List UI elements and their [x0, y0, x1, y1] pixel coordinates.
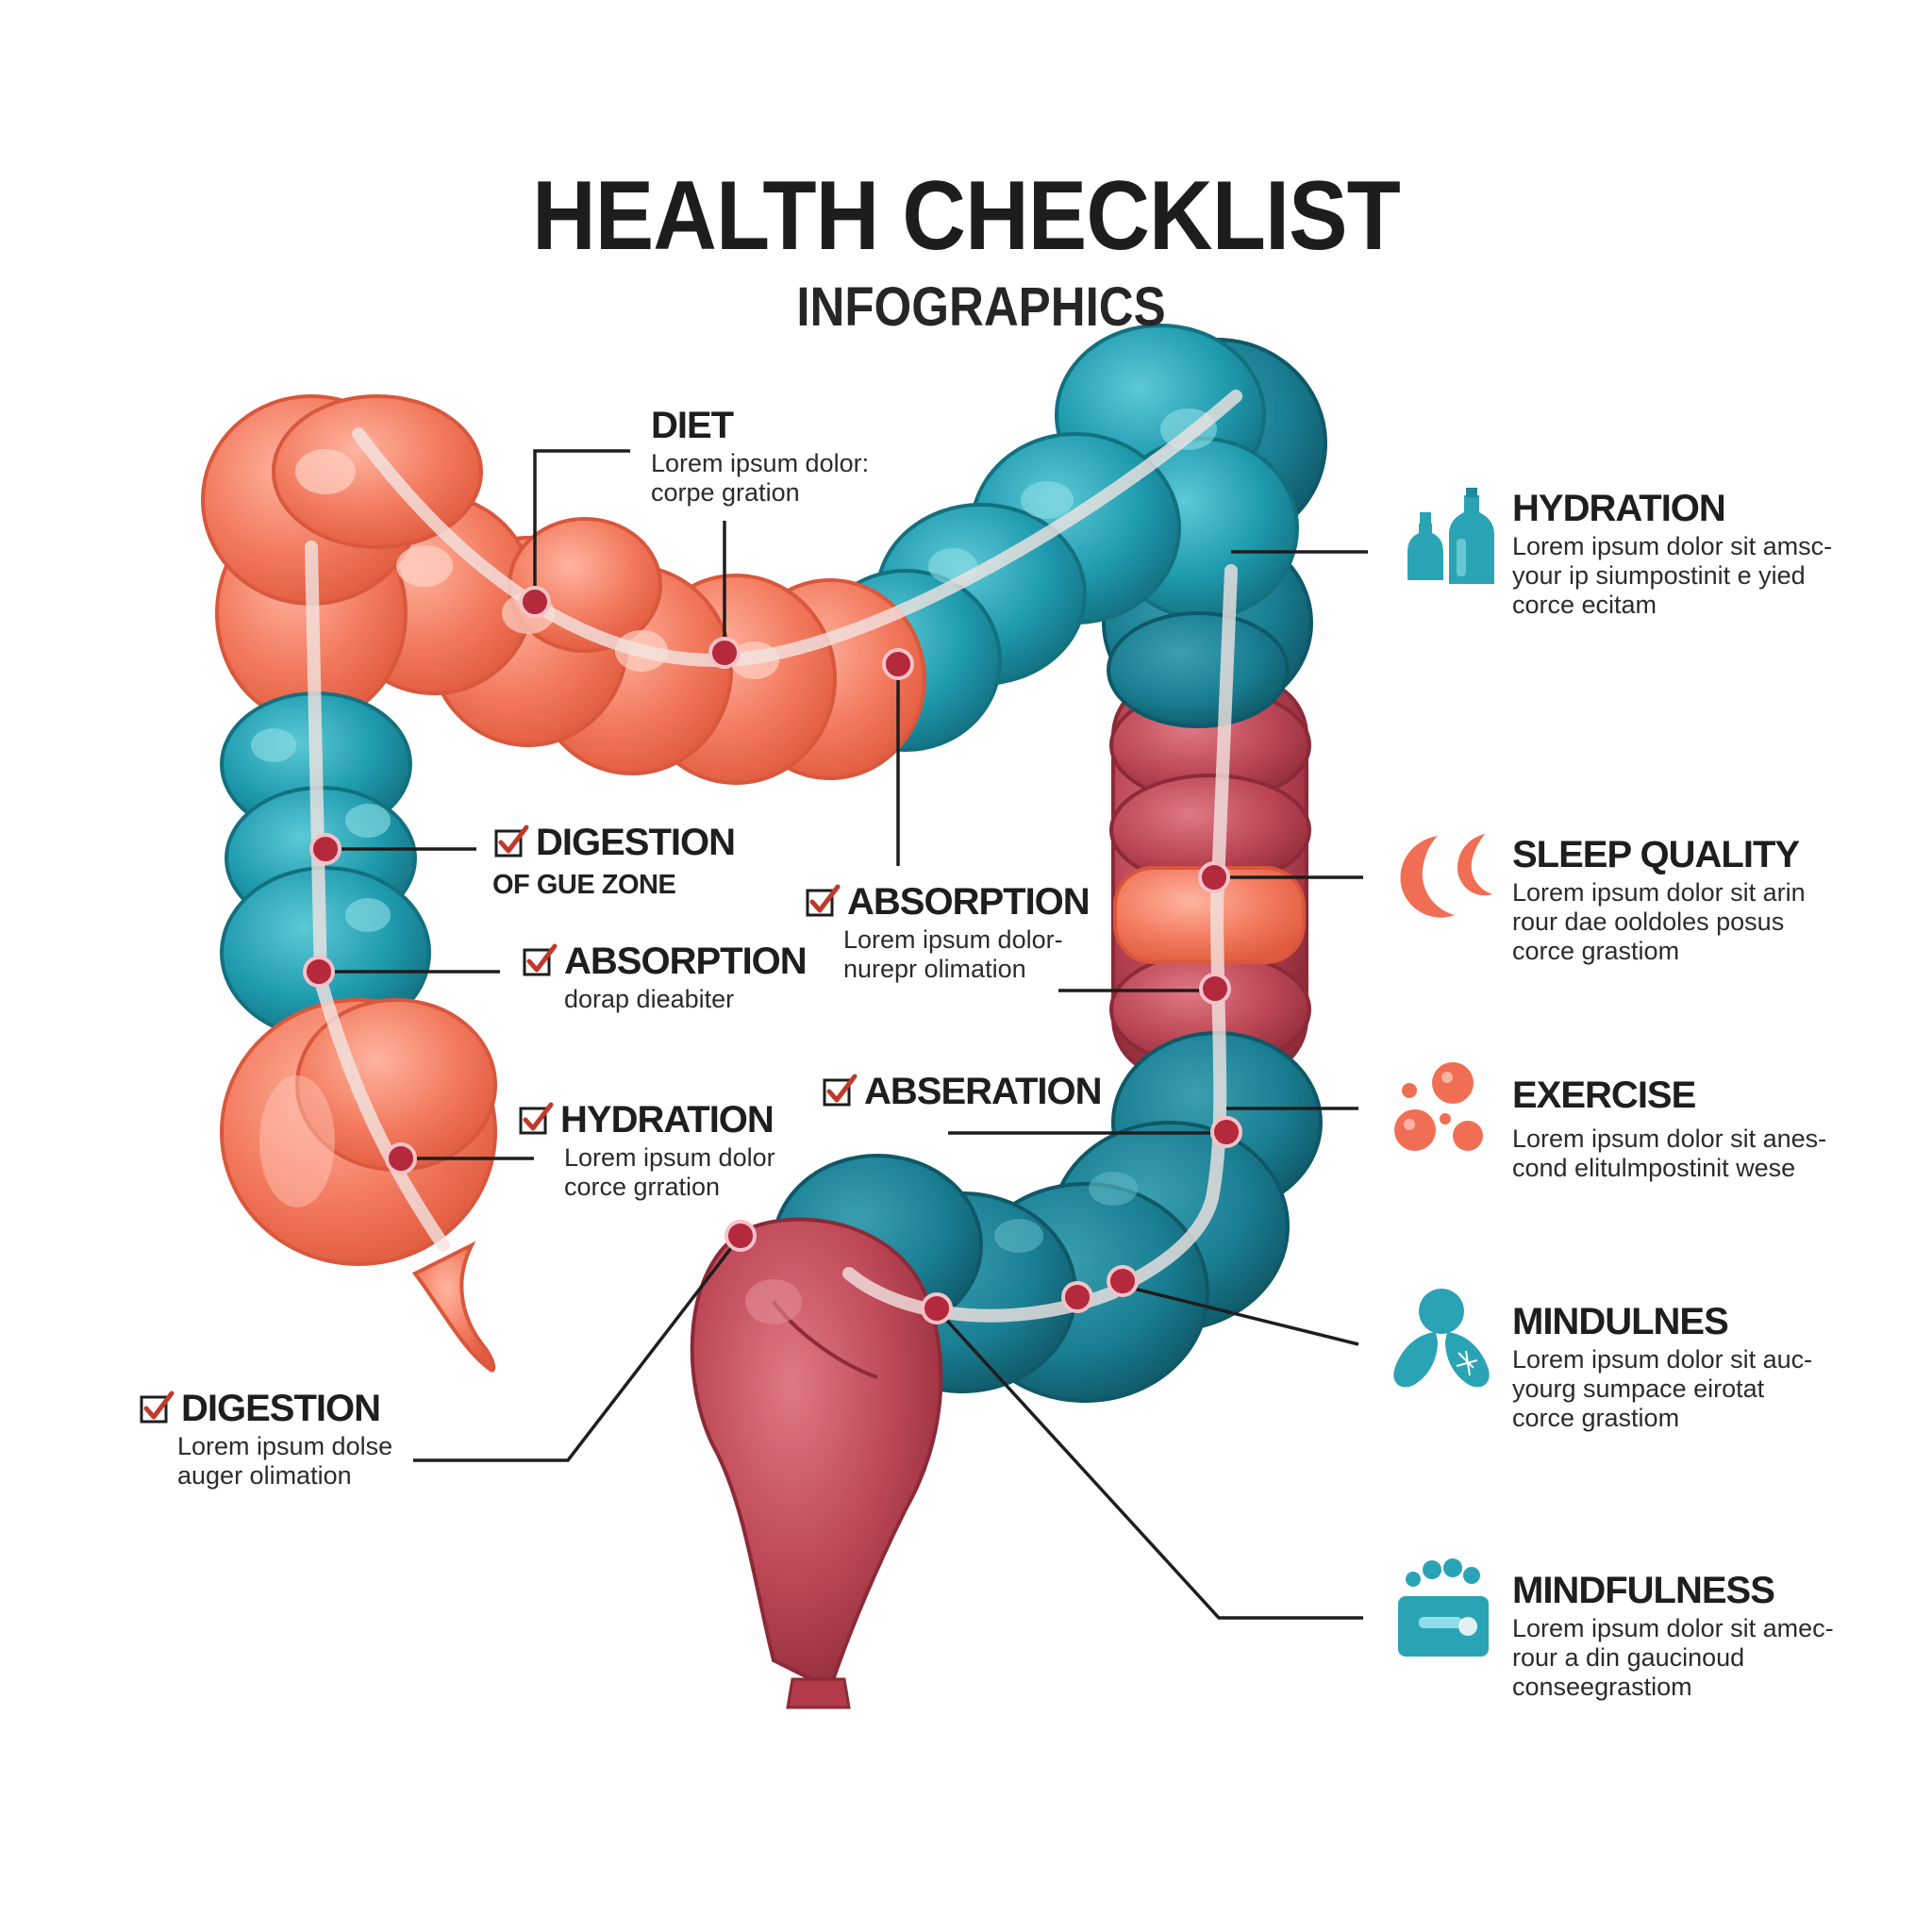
bubbles-icon [1394, 1062, 1483, 1151]
checkbox-checked-icon [523, 943, 558, 976]
bottles-icon [1407, 488, 1494, 584]
checkbox-checked-icon [494, 824, 529, 858]
right-item-hydration-desc: Lorem ipsum dolor sit amsc- your ip sium… [1512, 532, 1833, 619]
descending-colon-section [1109, 677, 1311, 1077]
checkbox-checked-icon [806, 884, 841, 917]
label-digestion-zone-title: DIGESTION [536, 822, 736, 863]
label-hydration-center-desc: Lorem ipsum dolor corce grration [564, 1143, 775, 1201]
rectum [690, 1217, 943, 1709]
transverse-colon-right [809, 324, 1327, 752]
right-item-hydration: HYDRATION Lorem ipsum dolor sit amsc- yo… [1512, 489, 1832, 620]
cecum [220, 998, 497, 1373]
right-item-exercise-title: EXERCISE [1512, 1074, 1696, 1116]
label-absorption-center-title: ABSORPTION [847, 881, 1091, 923]
right-item-exercise-desc: Lorem ipsum dolor sit anes- cond elitulm… [1512, 1124, 1827, 1182]
label-digestion-bottom-title: DIGESTION [181, 1388, 381, 1429]
label-hydration-center-title: HYDRATION [560, 1099, 774, 1141]
right-item-mindulnes: MINDULNES Lorem ipsum dolor sit auc- you… [1512, 1302, 1812, 1433]
right-item-sleep-quality-desc: Lorem ipsum dolor sit arin rour dae oold… [1512, 878, 1806, 965]
label-absorption-left-title: ABSORPTION [564, 941, 808, 982]
checkbox-checked-icon [519, 1102, 554, 1135]
label-absorption-left-desc: dorap dieabiter [564, 985, 735, 1013]
right-item-mindfulness: MINDFULNESS Lorem ipsum dolor sit amec- … [1512, 1571, 1834, 1702]
right-item-exercise: EXERCISE Lorem ipsum dolor sit anes- con… [1512, 1075, 1826, 1183]
transverse-colon-left [201, 394, 926, 785]
checkbox-checked-icon [823, 1074, 858, 1107]
right-item-sleep-quality: SLEEP QUALITY Lorem ipsum dolor sit arin… [1512, 835, 1806, 966]
relax-icon [1398, 1558, 1489, 1657]
right-item-sleep-quality-title: SLEEP QUALITY [1512, 834, 1800, 875]
page-title: HEALTH CHECKLIST [532, 161, 1401, 271]
label-digestion-bottom: DIGESTION Lorem ipsum dolse auger olimat… [138, 1389, 392, 1491]
page-subtitle: INFOGRAPHICS [796, 276, 1166, 338]
right-item-mindulnes-desc: Lorem ipsum dolor sit auc- yourg sumpace… [1512, 1345, 1813, 1432]
checkbox-checked-icon [140, 1391, 175, 1424]
label-absorption-center: ABSORPTION Lorem ipsum dolor- nurepr oli… [804, 881, 1091, 984]
label-digestion-zone: DIGESTION OF GUE ZONE [492, 822, 736, 901]
right-item-mindfulness-desc: Lorem ipsum dolor sit amec- rour a din g… [1512, 1614, 1834, 1701]
label-absorption-center-desc: Lorem ipsum dolor- nurepr olimation [843, 925, 1063, 983]
leader-lines [321, 449, 1368, 1620]
marker-dots [303, 586, 1242, 1324]
label-diet-desc: Lorem ipsum dolor: corpe gration [651, 449, 870, 507]
right-item-mindfulness-title: MINDFULNESS [1512, 1570, 1775, 1611]
lungs-icon [1393, 1289, 1490, 1388]
label-hydration-center: HYDRATION Lorem ipsum dolor corce grrati… [517, 1100, 775, 1202]
label-abseration: ABSERATION [821, 1071, 1102, 1112]
right-item-hydration-title: HYDRATION [1512, 488, 1726, 529]
label-diet: DIET Lorem ipsum dolor: corpe gration [651, 406, 869, 508]
right-item-mindulnes-title: MINDULNES [1512, 1301, 1729, 1342]
label-absorption-left: ABSORPTION dorap dieabiter [521, 941, 808, 1014]
label-abseration-title: ABSERATION [864, 1071, 1102, 1112]
moon-icon [1400, 834, 1492, 918]
label-diet-title: DIET [651, 405, 734, 446]
label-digestion-zone-sub: OF GUE ZONE [492, 870, 676, 900]
label-digestion-bottom-desc: Lorem ipsum dolse auger olimation [177, 1432, 393, 1490]
